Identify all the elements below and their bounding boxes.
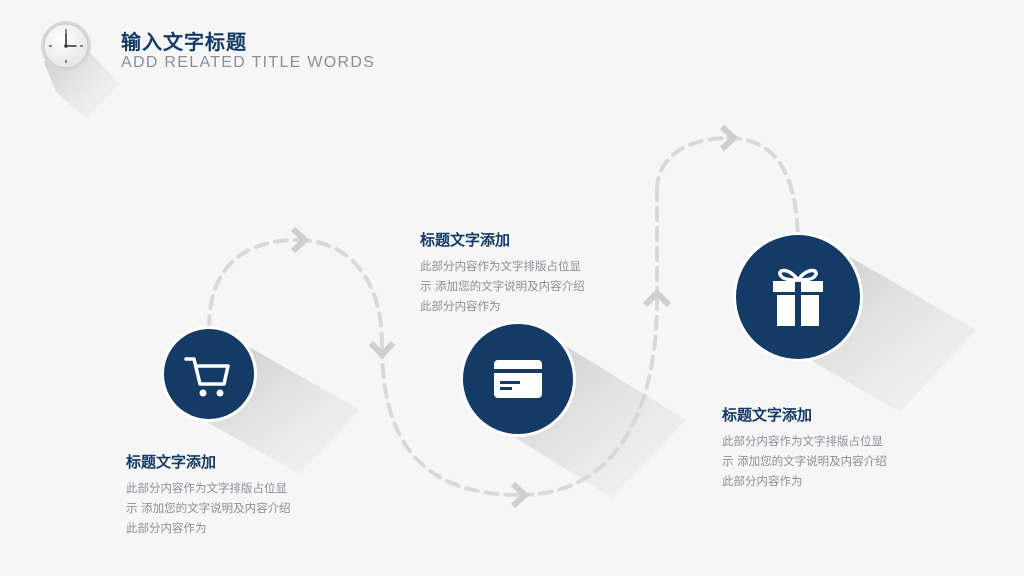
- arrow-up-icon: [642, 288, 672, 308]
- step-2-badge: [460, 321, 686, 498]
- page-title: 输入文字标题: [121, 30, 247, 54]
- step-2-line-3: 此部分内容作为: [420, 299, 501, 313]
- step-1-title: 标题文字添加: [126, 453, 217, 471]
- arrow-down-icon: [368, 340, 396, 360]
- step-3-line-3: 此部分内容作为: [722, 474, 803, 488]
- step-1-line-3: 此部分内容作为: [126, 521, 207, 535]
- step-3-title: 标题文字添加: [722, 406, 813, 424]
- step-1-badge: [161, 326, 360, 474]
- step-1-line-2: 示 添加您的文字说明及内容介绍: [126, 501, 291, 515]
- arrow-right-icon: [290, 226, 310, 254]
- step-3-line-1: 此部分内容作为文字排版占位显: [722, 434, 883, 448]
- shopping-cart-icon: [184, 357, 230, 386]
- arrow-right-icon: [510, 481, 530, 509]
- card-icon: [494, 360, 542, 398]
- path-arrows: [290, 124, 739, 509]
- step-1-description: 此部分内容作为文字排版占位显 示 添加您的文字说明及内容介绍 此部分内容作为: [126, 478, 326, 538]
- step-2-title: 标题文字添加: [420, 231, 511, 249]
- step-2-line-2: 示 添加您的文字说明及内容介绍: [420, 279, 585, 293]
- step-3-text: 标题文字添加 此部分内容作为文字排版占位显 示 添加您的文字说明及内容介绍 此部…: [722, 404, 922, 491]
- step-3-badge: [733, 232, 976, 412]
- step-1-text: 标题文字添加 此部分内容作为文字排版占位显 示 添加您的文字说明及内容介绍 此部…: [126, 451, 326, 538]
- page-subtitle: ADD RELATED TITLE WORDS: [121, 54, 376, 71]
- step-3-description: 此部分内容作为文字排版占位显 示 添加您的文字说明及内容介绍 此部分内容作为: [722, 431, 922, 491]
- step-2-text: 标题文字添加 此部分内容作为文字排版占位显 示 添加您的文字说明及内容介绍 此部…: [420, 229, 620, 316]
- clock-icon: [41, 21, 120, 118]
- arrow-right-icon: [719, 124, 739, 152]
- step-1-line-1: 此部分内容作为文字排版占位显: [126, 481, 287, 495]
- step-3-line-2: 示 添加您的文字说明及内容介绍: [722, 454, 887, 468]
- step-2-line-1: 此部分内容作为文字排版占位显: [420, 259, 581, 273]
- gift-icon: [773, 268, 823, 326]
- step-2-description: 此部分内容作为文字排版占位显 示 添加您的文字说明及内容介绍 此部分内容作为: [420, 256, 620, 316]
